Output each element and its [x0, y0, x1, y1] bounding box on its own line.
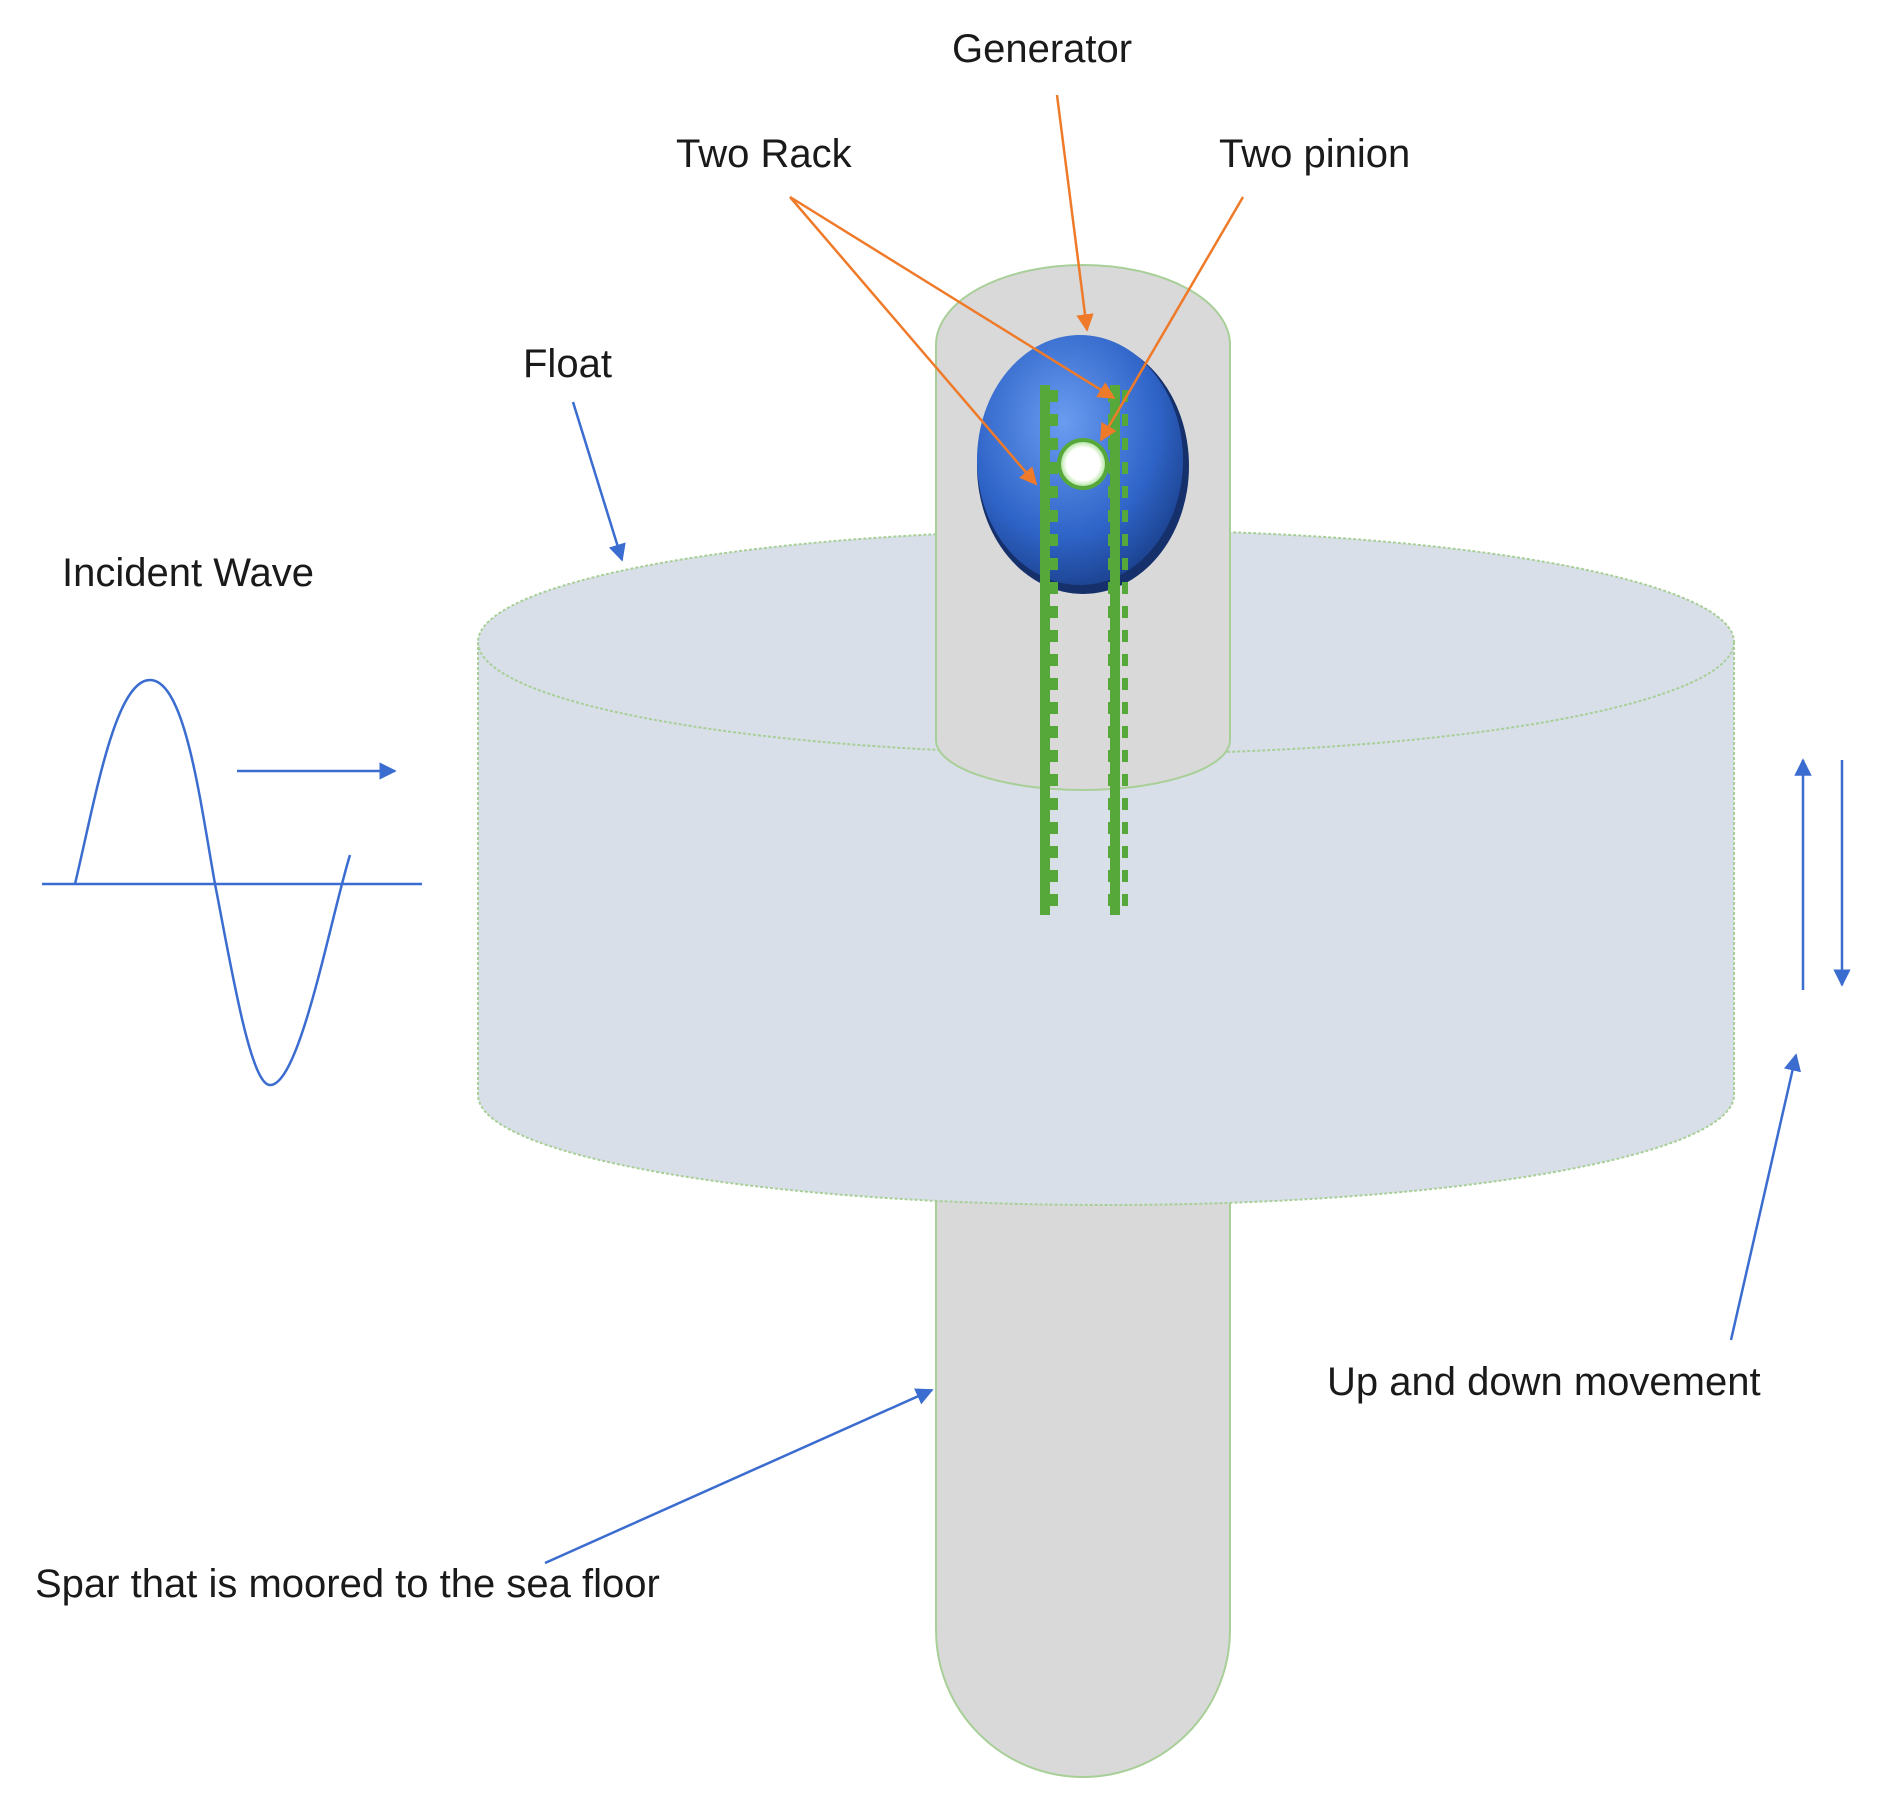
spar-leader — [544, 1388, 934, 1565]
rack-left — [1038, 385, 1058, 915]
two-pinion-label: Two pinion — [1219, 132, 1410, 176]
spar-label: Spar that is moored to the sea floor — [35, 1562, 660, 1606]
rack-right — [1108, 385, 1128, 915]
up-down-leader — [1729, 1053, 1802, 1341]
two-pinion-leader — [1099, 196, 1245, 442]
pinion — [1057, 438, 1109, 490]
incident-wave — [42, 678, 422, 1087]
up-down-arrows — [1729, 758, 1851, 1341]
float-leader — [571, 401, 626, 562]
up-down-label: Up and down movement — [1327, 1360, 1761, 1404]
generator-leader — [1055, 94, 1094, 332]
spar — [935, 1194, 1231, 1778]
float-label: Float — [523, 342, 612, 386]
two-rack-leaders — [789, 195, 1116, 486]
incident-wave-label: Incident Wave — [62, 551, 314, 595]
float — [477, 529, 1735, 1206]
two-rack-label: Two Rack — [676, 132, 853, 176]
generator-label: Generator — [952, 27, 1132, 71]
